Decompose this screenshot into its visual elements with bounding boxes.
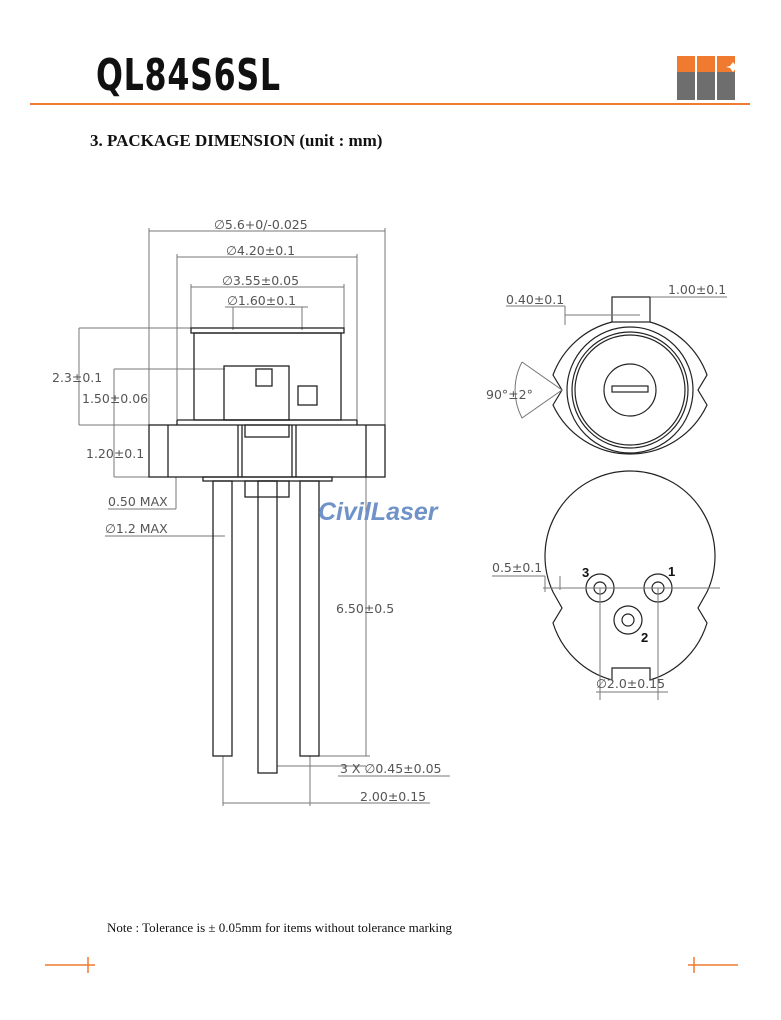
tolerance-note: Note : Tolerance is ± 0.05mm for items w… [107, 920, 452, 935]
dim-tab-depth: 0.40±0.1 [506, 292, 564, 307]
dim-window-diameter: ∅1.60±0.1 [227, 293, 296, 308]
dim-cap-inner-diameter: ∅3.55±0.05 [222, 273, 299, 288]
watermark: CivilLaser [318, 498, 439, 526]
dim-tab-width: 1.00±0.1 [668, 282, 726, 297]
dim-pin-circle: ∅2.0±0.15 [596, 676, 665, 691]
top-view [552, 296, 708, 455]
bottom-view [544, 470, 716, 681]
qsi-logo [677, 56, 740, 100]
dim-notch-depth: 0.5±0.1 [492, 560, 542, 575]
pin-label-3: 3 [582, 565, 589, 580]
dim-lead-length: 6.50±0.5 [336, 601, 394, 616]
top-view-dims [506, 296, 727, 419]
pin-label-1: 1 [668, 564, 675, 579]
dim-total-height: 2.3±0.1 [52, 370, 102, 385]
dimension-lines [78, 228, 450, 806]
dim-cap-diameter: ∅4.20±0.1 [226, 243, 295, 258]
dim-lead-pitch: 2.00±0.15 [360, 789, 426, 804]
dim-chip-height: 1.50±0.06 [82, 391, 148, 406]
product-title: QL84S6SL [96, 50, 281, 101]
dim-stub: 0.50 MAX [108, 494, 168, 509]
pin-label-2: 2 [641, 630, 648, 645]
crop-marks [45, 957, 738, 973]
section-heading: 3. PACKAGE DIMENSION (unit : mm) [90, 131, 383, 150]
header-rule [30, 103, 750, 105]
dim-outer-diameter: ∅5.6+0/-0.025 [214, 217, 308, 232]
dim-stub-diameter: ∅1.2 MAX [105, 521, 168, 536]
dim-notch-angle: 90°±2° [486, 387, 533, 402]
bottom-view-dims [492, 575, 720, 700]
dim-base-height: 1.20±0.1 [86, 446, 144, 461]
dim-lead-diameter: 3 X ∅0.45±0.05 [340, 761, 442, 776]
side-view-body [148, 327, 386, 774]
